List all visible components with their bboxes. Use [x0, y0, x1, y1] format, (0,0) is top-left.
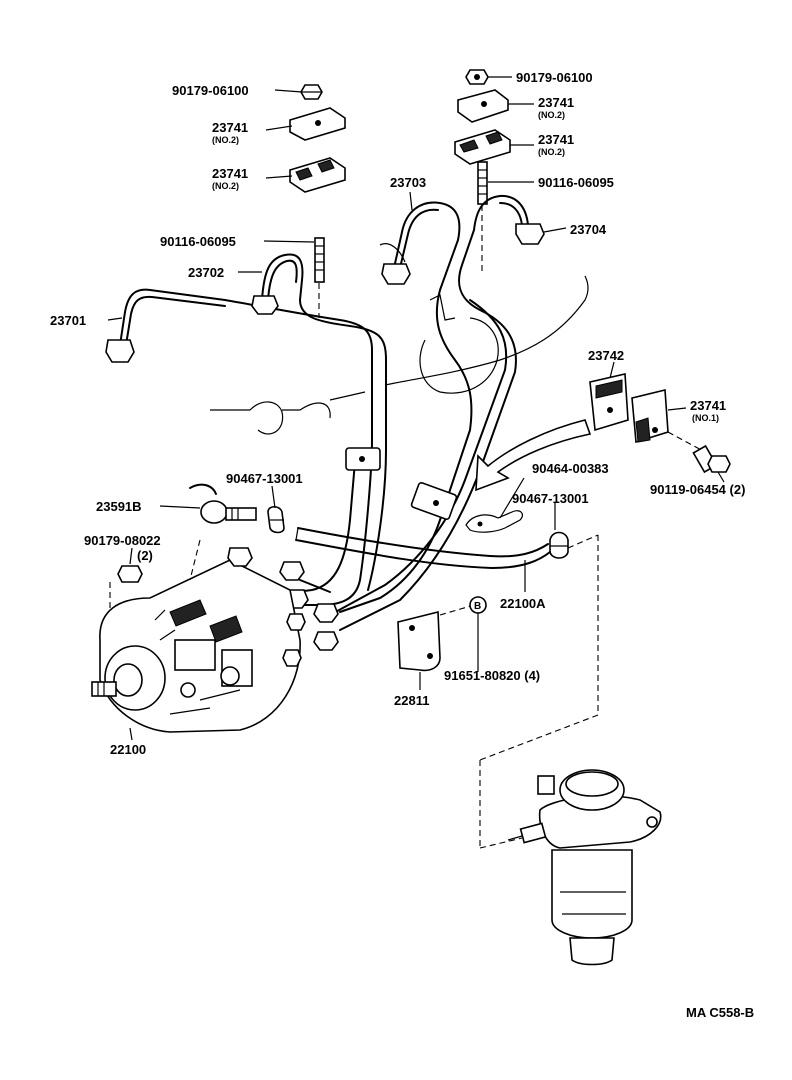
label-clamp-right-lower: 23741 [538, 132, 574, 147]
pipe-23701 [105, 288, 373, 606]
label-clip-90467-right: 90467-13001 [512, 491, 589, 506]
label-pipe-23703: 23703 [390, 175, 426, 190]
label-hose-22100a: 22100A [500, 596, 546, 611]
label-clamp-23742: 23742 [588, 348, 624, 363]
label-bolt-90119: 90119-06454 (2) [650, 482, 745, 497]
clamp-right-upper-23741 [457, 89, 509, 123]
label-pipe-23702: 23702 [188, 265, 224, 280]
label-clamp-right-upper-sub: (NO.2) [538, 110, 565, 120]
bolt-90119-06454 [667, 431, 731, 474]
clamp-23742 [589, 373, 629, 432]
stud-right-90116-06095 [477, 161, 488, 275]
label-nut-right: 90179-06100 [516, 70, 593, 85]
clamp-left-lower-23741 [289, 157, 346, 193]
nut-left-90179-06100 [300, 84, 323, 100]
nut-90179-08022 [109, 565, 143, 640]
label-clamp-left-upper: 23741 [212, 120, 248, 135]
injection-pump-22100 [91, 547, 306, 733]
pipe-nuts-at-pump [279, 561, 339, 651]
nut-right-90179-06100 [465, 69, 489, 85]
label-pump-22100: 22100 [110, 742, 146, 757]
label-nut-left: 90179-06100 [172, 83, 249, 98]
bolt-marker-circle: B [469, 596, 487, 666]
clip-90467-right [549, 531, 569, 559]
label-clip-90464: 90464-00383 [532, 461, 609, 476]
pipe-clamp-center [410, 481, 458, 521]
pipe-23702 [251, 253, 387, 591]
clip-90464-00383 [465, 510, 524, 533]
clamp-left-upper-23741 [289, 107, 346, 141]
engine-outline [210, 243, 589, 435]
label-bracket-22811: 22811 [394, 693, 429, 708]
label-clip-90467-left: 90467-13001 [226, 471, 303, 486]
fuel-filter [479, 534, 662, 966]
label-pipe-23704: 23704 [570, 222, 607, 237]
clamp-23741-no1 [631, 388, 669, 444]
label-clamp-23741-no1: 23741 [690, 398, 726, 413]
label-nut-90179-08022-qty: (2) [137, 548, 153, 563]
label-bolt-91651: 91651-80820 (4) [444, 668, 540, 683]
bracket-22811 [397, 604, 475, 672]
bolt-marker: B [474, 601, 481, 612]
label-clamp-left-lower-sub: (NO.2) [212, 181, 239, 191]
clip-90467-left [267, 505, 285, 534]
label-clamp-23741-no1-sub: (NO.1) [692, 413, 719, 423]
hose-23591b [189, 483, 257, 524]
stud-left-90116-06095 [314, 237, 325, 318]
hose-22100a [295, 527, 551, 569]
leader-dashed-pump-hose [189, 539, 201, 581]
part-labels: 90179-06100 23741 (NO.2) 23741 (NO.2) 90… [50, 70, 754, 1020]
pipe-23703 [339, 201, 473, 613]
leader-lines [107, 76, 725, 741]
pipe-23704 [339, 194, 545, 631]
label-clamp-left-upper-sub: (NO.2) [212, 135, 239, 145]
label-stud-left: 90116-06095 [160, 234, 236, 249]
label-hose-23591b: 23591B [96, 499, 142, 514]
label-clamp-right-upper: 23741 [538, 95, 574, 110]
label-nut-90179-08022: 90179-08022 [84, 533, 161, 548]
pipe-clamp-left [345, 447, 381, 471]
label-pipe-23701: 23701 [50, 313, 86, 328]
label-clamp-right-lower-sub: (NO.2) [538, 147, 565, 157]
assembly-arrow-icon [475, 419, 592, 492]
label-stud-right: 90116-06095 [538, 175, 614, 190]
reference-code: MA C558-B [686, 1005, 754, 1020]
clamp-right-lower-23741 [454, 129, 511, 165]
label-clamp-left-lower: 23741 [212, 166, 248, 181]
pipe-bundle [295, 299, 508, 616]
